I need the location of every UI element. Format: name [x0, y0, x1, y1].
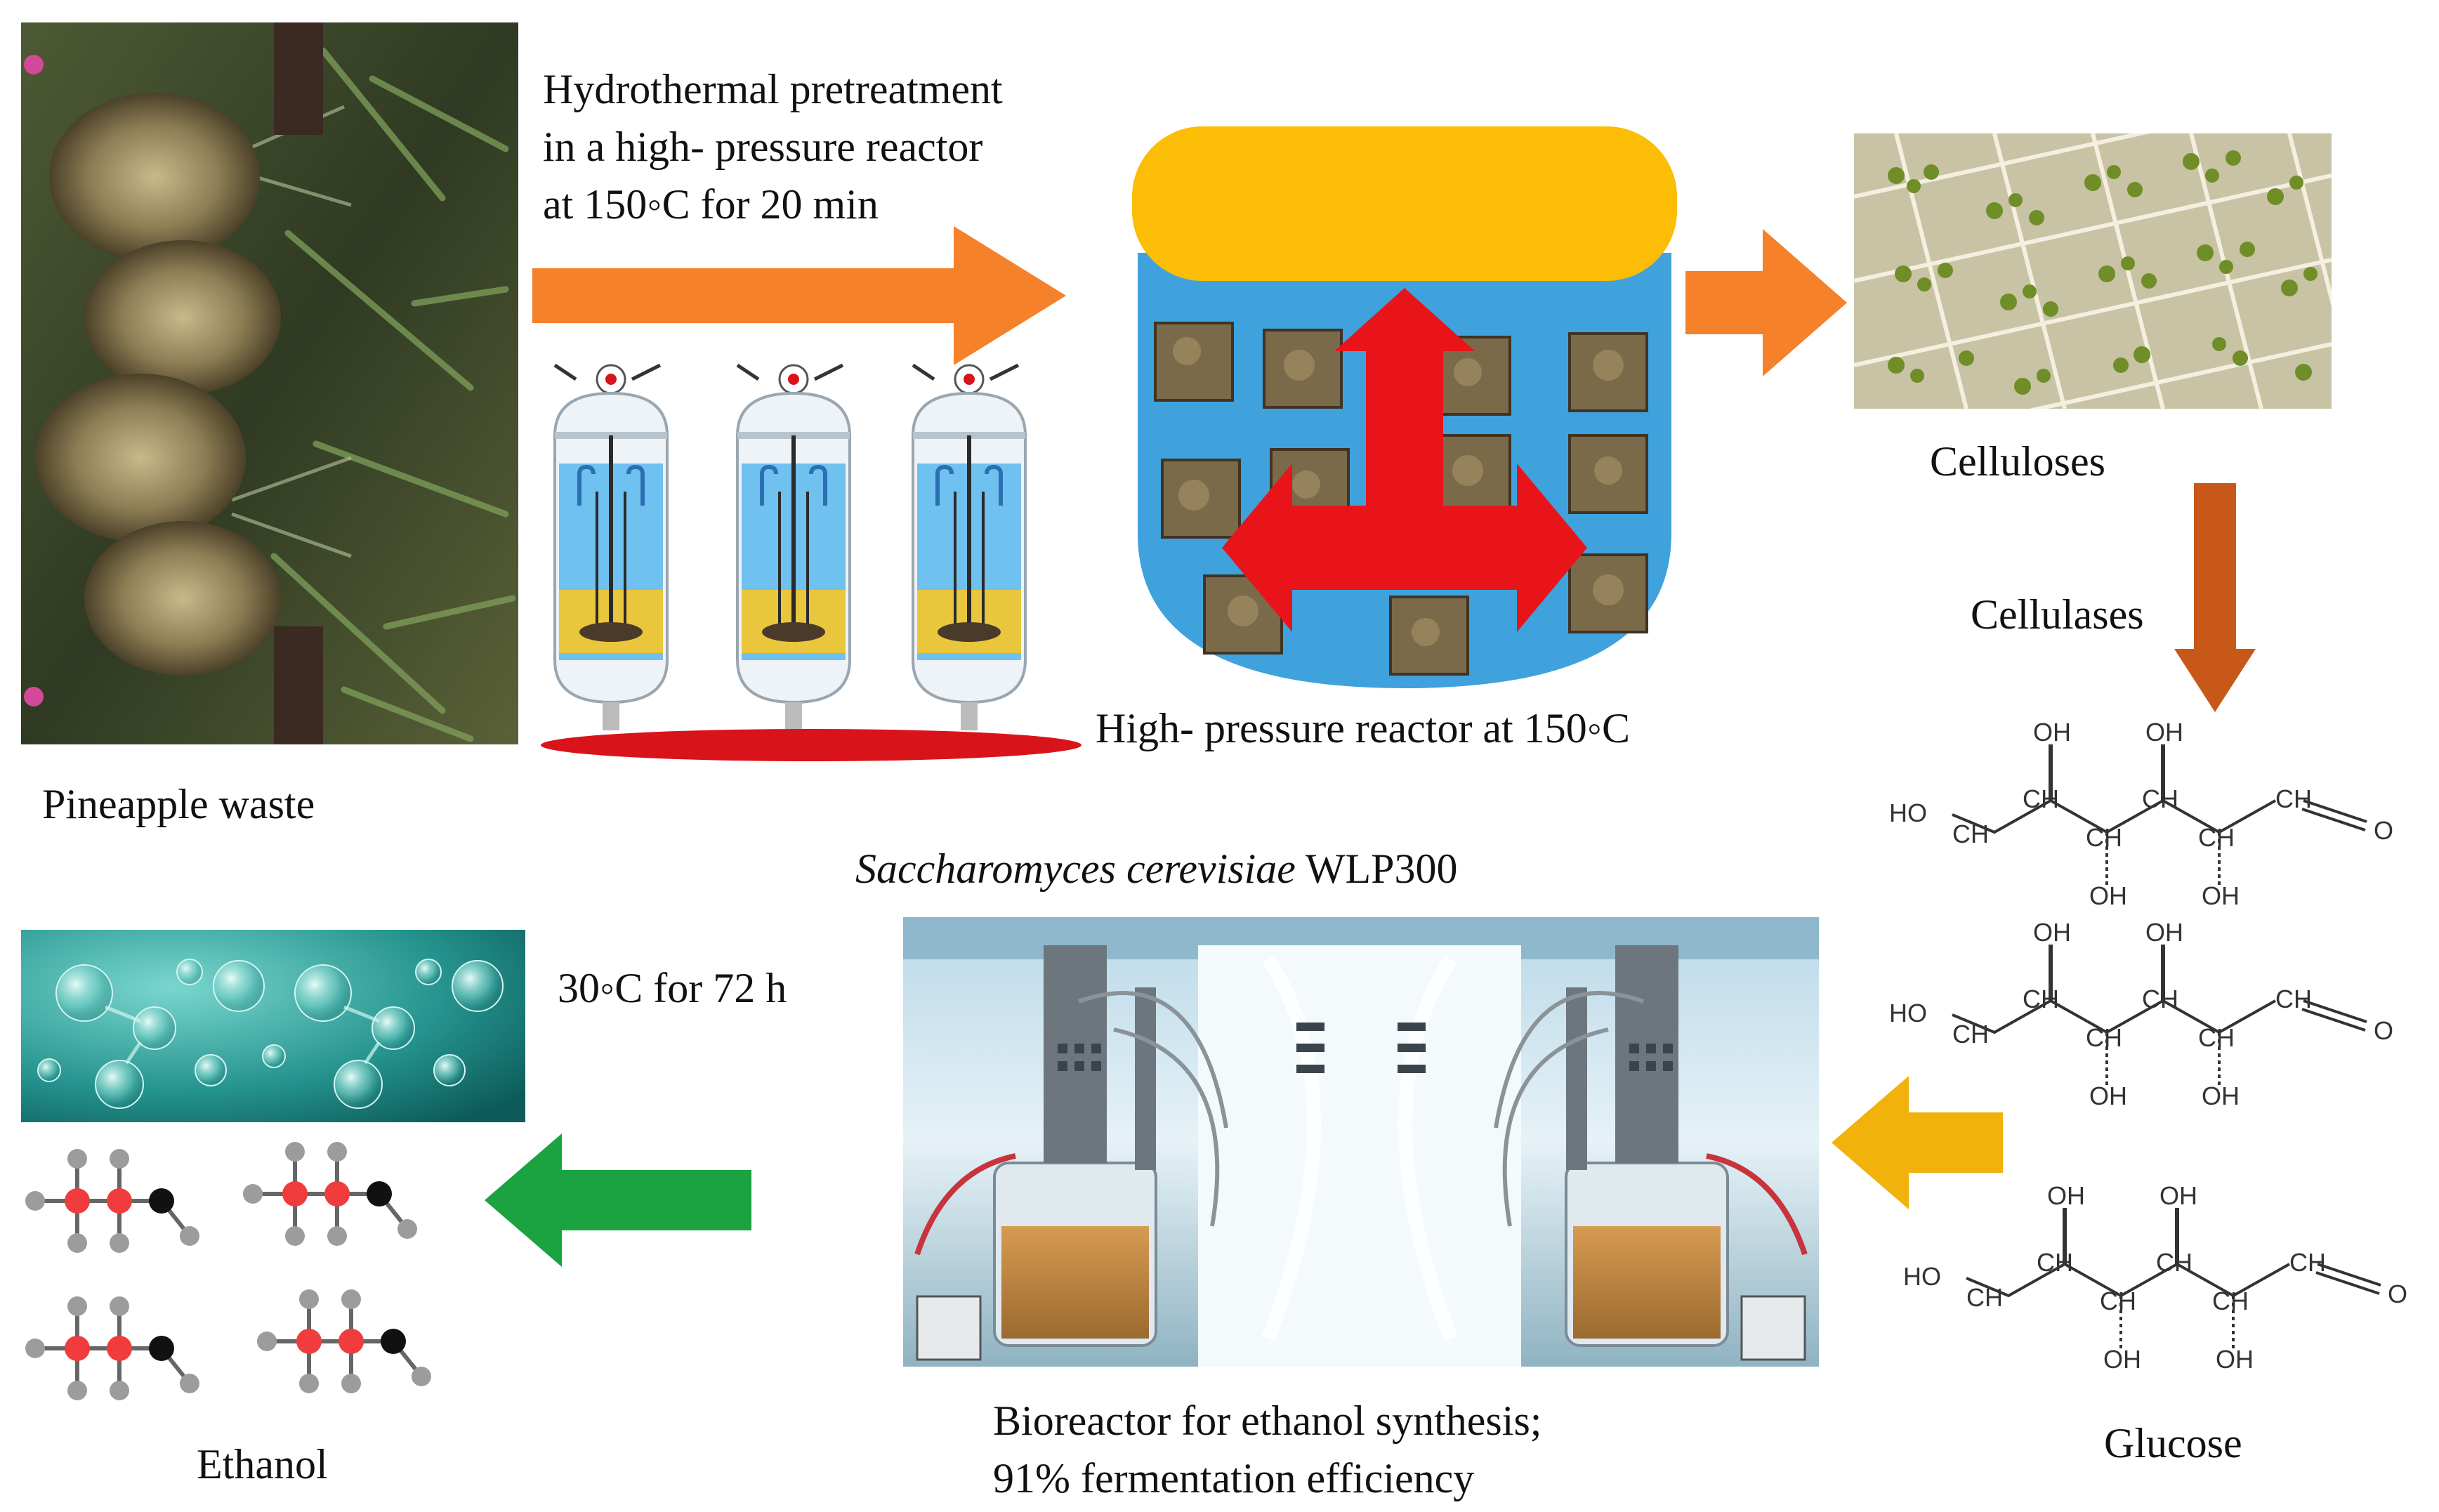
glucose-2-ch-b: CH [2086, 1023, 2122, 1052]
bioreactor-line-1: Bioreactor for ethanol synthesis; [993, 1398, 1542, 1444]
glucose-1-ch2: CH [1952, 820, 1989, 848]
glucose-3-ch-d: CH [2212, 1287, 2249, 1315]
cellulases-arrow [2174, 483, 2256, 712]
glucose-structure-3: HO CH CH CH CH CH CH O OH OH OH OH [1896, 1180, 2437, 1369]
fermentation-conditions: 30◦C for 72 h [558, 965, 787, 1011]
glucose-1-o: O [2374, 816, 2393, 845]
glucose-to-bioreactor-arrow [1832, 1076, 2003, 1209]
glucose-2-ch-d: CH [2198, 1023, 2235, 1052]
ethanol-ball-stick-models [21, 1138, 456, 1433]
glucose-2-ch2: CH [1952, 1020, 1989, 1048]
high-pressure-reactor [1124, 112, 1685, 702]
bioreactor-line-2: 91% fermentation efficiency [993, 1455, 1475, 1501]
glucose-2-ho: HO [1889, 999, 1927, 1027]
glucose-1-ch-a: CH [2023, 784, 2059, 813]
reactor-caption: High- pressure reactor at 150◦C [1096, 705, 1631, 751]
glucose-1-ch-b: CH [2086, 823, 2122, 852]
bioreactor-to-ethanol-arrow [485, 1133, 751, 1267]
glucose-label: Glucose [2104, 1420, 2242, 1466]
glucose-1-ch-d: CH [2198, 823, 2235, 852]
glucose-1-end: CH [2275, 784, 2312, 813]
cellulases-label: Cellulases [1971, 591, 2144, 638]
pretreatment-reactor-vessels [527, 351, 1089, 765]
glucose-3-ch-b: CH [2100, 1287, 2136, 1315]
glucose-3-end: CH [2289, 1248, 2326, 1277]
glucose-3-o: O [2388, 1280, 2407, 1308]
glucose-structure-1: HO CH CH CH CH CH CH O OH OH OH OH [1882, 716, 2423, 906]
organism-name-italic: Saccharomyces cerevisiae [855, 846, 1296, 892]
glucose-1-ho: HO [1889, 798, 1927, 827]
pineapple-waste-label: Pineapple waste [42, 781, 315, 827]
glucose-1-oh-b: OH [2145, 718, 2183, 747]
glucose-2-oh-b: OH [2145, 918, 2183, 947]
glucose-3-oh-c: OH [2103, 1345, 2141, 1369]
organism-strain: WLP300 [1295, 846, 1458, 892]
glucose-3-ch2: CH [1966, 1283, 2003, 1312]
pretreatment-line-2: in a high- pressure reactor [543, 124, 983, 170]
glucose-2-o: O [2374, 1016, 2393, 1045]
glucose-2-oh-c: OH [2089, 1082, 2127, 1106]
celluloses-label: Celluloses [1930, 438, 2105, 485]
glucose-1-oh-a: OH [2033, 718, 2071, 747]
glucose-2-end: CH [2275, 985, 2312, 1013]
reactor-to-celluloses-arrow [1685, 229, 1847, 376]
glucose-2-ch-a: CH [2023, 985, 2059, 1013]
bioreactor-photo [903, 917, 1819, 1367]
ethanol-label: Ethanol [197, 1441, 328, 1487]
glucose-structure-2: HO CH CH CH CH CH CH O OH OH OH OH [1882, 916, 2423, 1106]
glucose-1-ch-c: CH [2142, 784, 2178, 813]
reactor-base-plate [541, 729, 1082, 761]
glucose-3-ch-a: CH [2037, 1248, 2073, 1277]
glucose-1-oh-c: OH [2089, 881, 2127, 906]
glucose-3-oh-b: OH [2159, 1181, 2197, 1210]
organism-label: Saccharomyces cerevisiae WLP300 [855, 843, 1458, 895]
pretreatment-line-3: at 150◦C for 20 min [543, 181, 879, 228]
ethanol-molecules-image [21, 930, 525, 1122]
glucose-3-oh-d: OH [2216, 1345, 2254, 1369]
glucose-3-oh-a: OH [2047, 1181, 2085, 1210]
glucose-1-oh-d: OH [2202, 881, 2240, 906]
glucose-2-ch-c: CH [2142, 985, 2178, 1013]
glucose-2-oh-a: OH [2033, 918, 2071, 947]
celluloses-image [1854, 133, 2332, 409]
pretreatment-line-1: Hydrothermal pretreatment [543, 66, 1003, 112]
pretreatment-arrow [532, 226, 1066, 365]
glucose-3-ho: HO [1903, 1262, 1941, 1291]
glucose-3-ch-c: CH [2156, 1248, 2193, 1277]
pineapple-waste-photo [21, 22, 518, 744]
glucose-2-oh-d: OH [2202, 1082, 2240, 1106]
